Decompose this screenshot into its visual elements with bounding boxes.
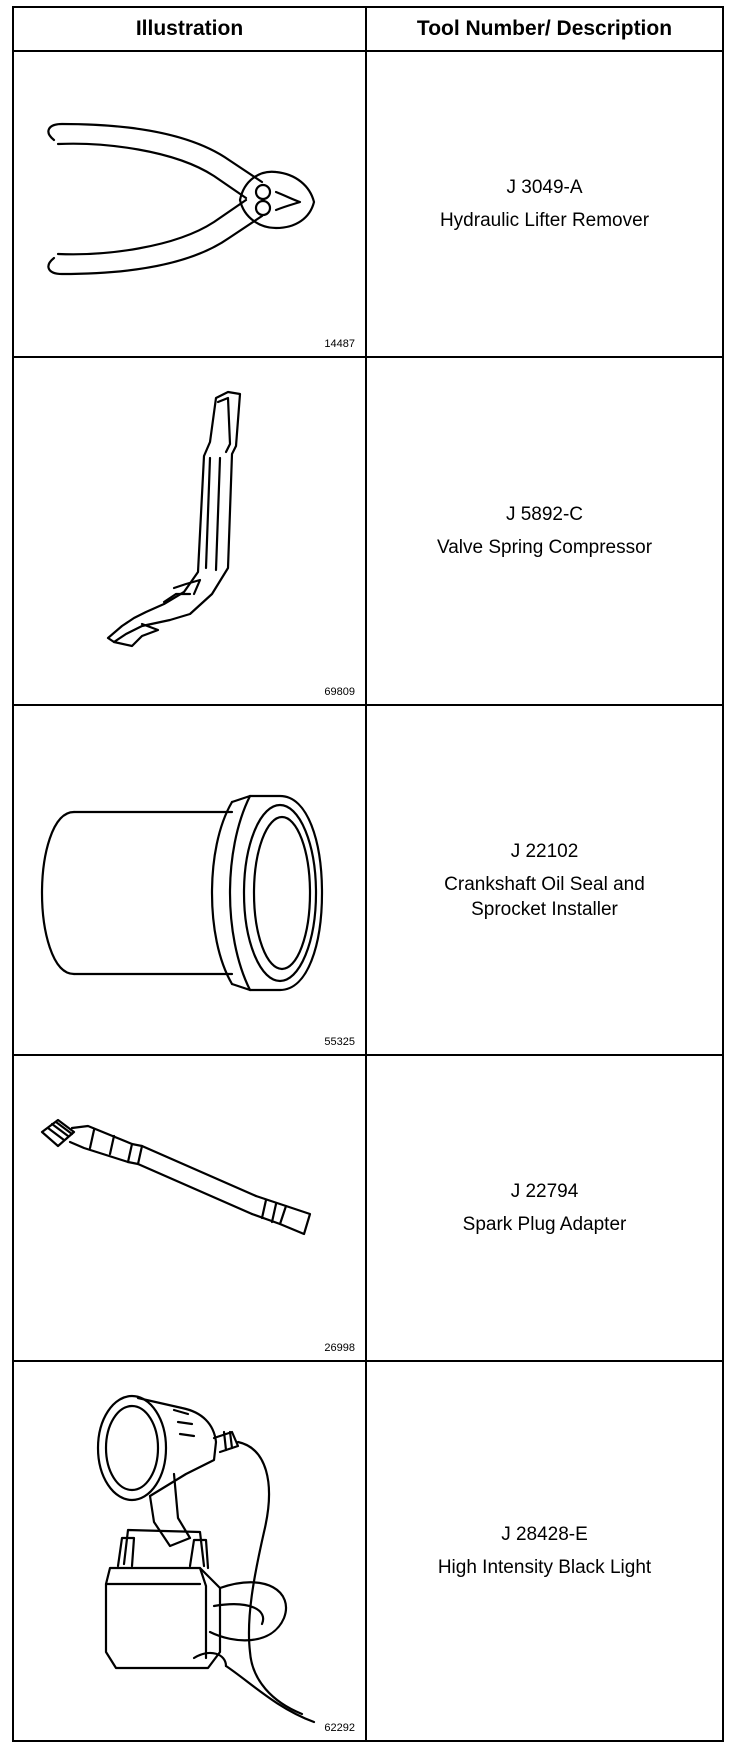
tool-description: High Intensity Black Light [437,1557,652,1578]
figure-number: 69809 [324,686,355,698]
table-row: 69809 J 5892-C Valve Spring Compressor [14,358,722,706]
table-row: 26998 J 22794 Spark Plug Adapter [14,1056,722,1362]
table-row: 62292 J 28428-E High Intensity Black Lig… [14,1362,722,1740]
tool-description: Spark Plug Adapter [462,1214,627,1235]
tool-description-cell: J 22794 Spark Plug Adapter [367,1056,722,1360]
tool-description: Valve Spring Compressor [436,537,653,558]
illustration-cell: 14487 [14,52,367,356]
illustration-cell: 55325 [14,706,367,1054]
illustration-cell: 26998 [14,1056,367,1360]
black-light-icon [96,1394,316,1724]
tool-description-line-1: Crankshaft Oil Seal and [444,873,645,895]
header-illustration: Illustration [14,8,367,50]
valve-spring-compressor-icon [106,390,242,648]
tool-table: Illustration Tool Number/ Description 14… [12,6,724,1742]
pliers-icon [47,122,316,276]
figure-number: 26998 [324,1342,355,1354]
illustration-cell: 69809 [14,358,367,704]
seal-installer-icon [40,794,324,992]
tool-description: Hydraulic Lifter Remover [439,210,650,231]
tool-number: J 22102 [510,840,579,862]
figure-number: 55325 [324,1036,355,1048]
figure-number: 14487 [324,338,355,350]
table-row: 14487 J 3049-A Hydraulic Lifter Remover [14,52,722,358]
spark-plug-adapter-icon [40,1118,312,1236]
tool-description-cell: J 3049-A Hydraulic Lifter Remover [367,52,722,356]
tool-number: J 22794 [510,1181,579,1202]
tool-number: J 5892-C [505,504,584,525]
tool-description-cell: J 5892-C Valve Spring Compressor [367,358,722,704]
tool-number: J 3049-A [506,177,583,198]
tool-number: J 28428-E [501,1524,588,1545]
table-header: Illustration Tool Number/ Description [14,8,722,52]
illustration-cell: 62292 [14,1362,367,1740]
table-row: 55325 J 22102 Crankshaft Oil Seal and Sp… [14,706,722,1056]
tool-description-cell: J 22102 Crankshaft Oil Seal and Sprocket… [367,706,722,1054]
tool-description-cell: J 28428-E High Intensity Black Light [367,1362,722,1740]
tool-description-line-2: Sprocket Installer [471,898,618,920]
figure-number: 62292 [324,1722,355,1734]
header-tool-description: Tool Number/ Description [416,17,673,40]
